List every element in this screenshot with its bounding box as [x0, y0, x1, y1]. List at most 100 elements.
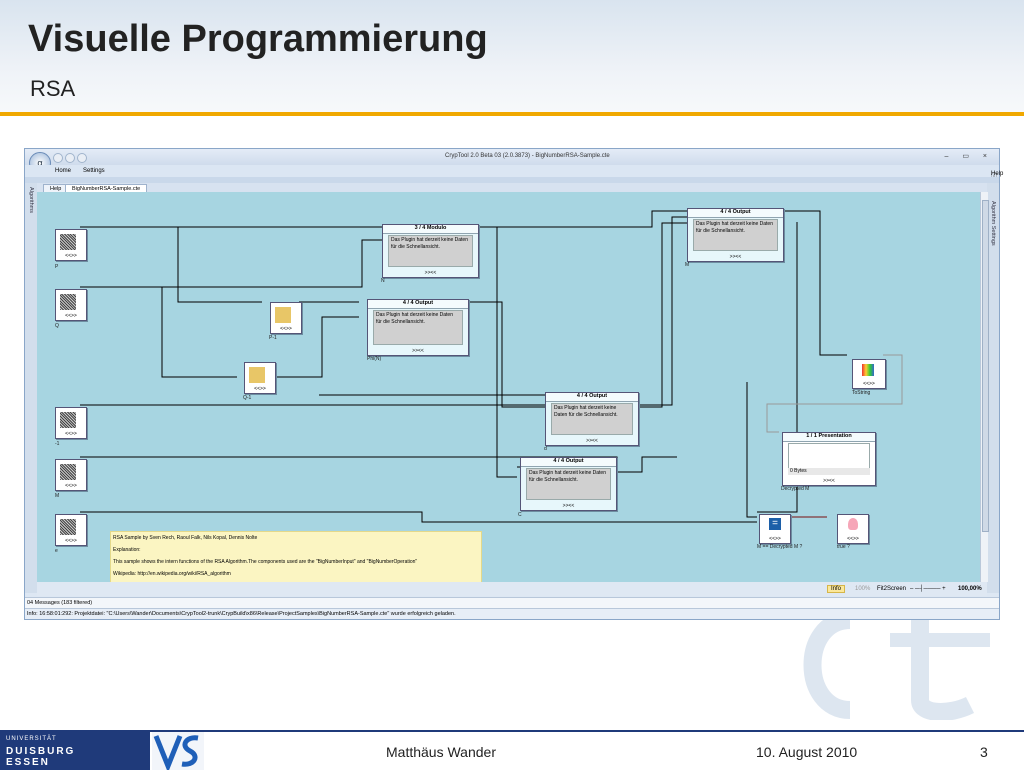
canvas-statusbar: Info 100% Fit2Screen – ─┤──── + 100,00% [37, 582, 987, 596]
presentation-bytes: 0 Bytes [788, 468, 870, 475]
fit2screen-button[interactable]: Fit2Screen [877, 586, 907, 592]
window-node-header: 3 / 4 Modulo [383, 225, 478, 234]
tostring-icon [862, 364, 874, 376]
messages-bar[interactable]: 04 Messages (183 filtered) [25, 597, 999, 608]
caption-phi: Phi(N) [367, 356, 382, 362]
input-node-minus-one[interactable]: <<>> [55, 407, 87, 439]
ribbon-tab-home[interactable]: Home [55, 168, 72, 174]
tab-bignumberrsa-sample[interactable]: BigNumberRSA-Sample.cte [65, 184, 148, 193]
caption-q: Q [55, 323, 59, 329]
vs-group-logo [152, 732, 204, 770]
caption-m: M [55, 493, 60, 499]
tostring-node[interactable]: <<>> [852, 359, 886, 389]
equals-icon: = [769, 518, 781, 530]
lightbulb-icon [848, 518, 858, 530]
bignumber-input-icon [60, 464, 76, 480]
bignumber-input-icon [60, 519, 76, 535]
zoom-100-button[interactable]: 100% [855, 586, 871, 592]
slide-title: Visuelle Programmierung [28, 18, 488, 60]
uni-label-top: UNIVERSITÄT [6, 736, 57, 742]
window-node-header: 4 / 4 Output [688, 209, 783, 218]
window-node-phi[interactable]: 4 / 4 Output Das Plugin hat derzeit kein… [367, 299, 469, 356]
node-label: <<>> [280, 326, 292, 332]
window-controls[interactable]: – ▭ × [944, 153, 993, 160]
window-node-footer: >><< [562, 503, 575, 509]
bignumber-input-icon [60, 234, 76, 250]
window-titlebar: α CrypTool 2.0 Beta 03 (2.0.3873) - BigN… [25, 149, 999, 174]
window-node-d-output[interactable]: 4 / 4 Output Das Plugin hat derzeit kein… [545, 392, 639, 446]
node-label: <<>> [65, 313, 77, 319]
footer-date: 10. August 2010 [756, 744, 858, 760]
window-node-header: 4 / 4 Output [546, 393, 638, 402]
caption-c: C [518, 512, 522, 518]
comment-line-2: Explanation: [113, 547, 141, 553]
caption-minus-one: -1 [55, 441, 60, 447]
ct-watermark-logo [803, 610, 990, 720]
caption-n: N [381, 278, 385, 284]
window-node-body: Das Plugin hat derzeit keine Daten für d… [373, 310, 463, 345]
node-label: <<>> [847, 536, 859, 542]
operation-node-q-minus-1[interactable]: <<>> [244, 362, 276, 394]
cryptool-window: α CrypTool 2.0 Beta 03 (2.0.3873) - BigN… [24, 148, 1003, 620]
window-node-modulo[interactable]: 3 / 4 Modulo Das Plugin hat derzeit kein… [382, 224, 479, 278]
input-node-e[interactable]: <<>> [55, 514, 87, 546]
caption-p-minus-1: P-1 [269, 335, 277, 341]
document-tabs: Help BigNumberRSA-Sample.cte [37, 183, 987, 193]
window-node-footer: >><< [823, 478, 835, 484]
slide-footer: UNIVERSITÄT DUISBURG ESSEN Matthäus Wand… [0, 730, 1024, 770]
node-label: <<>> [254, 386, 266, 392]
ribbon-tab-settings[interactable]: Settings [83, 168, 105, 174]
connection-lines [80, 210, 903, 523]
window-title: CrypTool 2.0 Beta 03 (2.0.3873) - BigNum… [445, 153, 610, 159]
zoom-slider[interactable]: – ─┤──── + [910, 586, 946, 592]
uni-label-mid: DUISBURG [6, 746, 76, 757]
quick-access-undo-icon[interactable] [65, 153, 75, 163]
caption-p: P [55, 264, 59, 270]
help-label: Help [991, 171, 1004, 177]
workspace-canvas[interactable]: <<>> P <<>> Q <<>> -1 <<>> M <<>> e <<>>… [37, 192, 980, 582]
input-node-m[interactable]: <<>> [55, 459, 87, 491]
caption-e: e [55, 548, 58, 554]
compare-node[interactable]: = <<>> [759, 514, 791, 544]
window-node-c-output[interactable]: 4 / 4 Output Das Plugin hat derzeit kein… [520, 457, 617, 511]
window-node-body: Das Plugin hat derzeit keine Daten für d… [551, 403, 633, 435]
header-divider [0, 112, 1024, 116]
caption-compare: M == Decrypted M ? [757, 544, 803, 550]
bignumber-operation-icon [249, 367, 265, 383]
info-toggle-button[interactable]: Info [827, 585, 846, 593]
footer-page-number: 3 [980, 744, 988, 760]
presentation-node[interactable]: 1 / 1 Presentation 0 Bytes >><< [782, 432, 876, 486]
bignumber-operation-icon [275, 307, 291, 323]
quick-access-save-icon[interactable] [53, 153, 63, 163]
window-node-m-output[interactable]: 4 / 4 Output Das Plugin hat derzeit kein… [687, 208, 784, 262]
comment-line-4: Wikipedia: http://en.wikipedia.org/wiki/… [113, 571, 231, 577]
window-node-body: Das Plugin hat derzeit keine Daten für d… [526, 468, 611, 500]
node-label: <<>> [769, 536, 781, 542]
ribbon-tabs: Home Settings ⓘ Help [25, 165, 1003, 180]
node-label: <<>> [65, 253, 77, 259]
info-log-text: Info: 16:58:01:292: Projektdatei: "C:\Us… [27, 611, 456, 617]
algorithm-settings-panel[interactable]: Algorithm Settings [987, 183, 999, 593]
node-label: <<>> [65, 431, 77, 437]
caption-d: d [544, 446, 547, 452]
window-node-header: 4 / 4 Output [521, 458, 616, 467]
operation-node-p-minus-1[interactable]: <<>> [270, 302, 302, 334]
ribbon-strip [25, 177, 999, 183]
window-node-body: Das Plugin hat derzeit keine Daten für d… [693, 219, 778, 251]
uni-label-bottom: ESSEN [6, 757, 50, 768]
input-node-p[interactable]: <<>> [55, 229, 87, 261]
canvas-vertical-scrollbar[interactable] [980, 192, 989, 582]
algorithm-settings-label: Algorithm Settings [990, 201, 996, 246]
algorithms-panel[interactable]: Algorithms [25, 183, 37, 593]
zoom-level: 100,00% [958, 586, 982, 592]
result-node[interactable]: <<>> [837, 514, 869, 544]
quick-access-redo-icon[interactable] [77, 153, 87, 163]
input-node-q[interactable]: <<>> [55, 289, 87, 321]
footer-author: Matthäus Wander [386, 744, 496, 760]
window-node-footer: >><< [424, 270, 437, 276]
scrollbar-thumb[interactable] [982, 200, 989, 532]
caption-tostring: ToString [852, 390, 871, 396]
comment-line-1: RSA Sample by Sven Rech, Raoul Falk, Nil… [113, 535, 258, 541]
algorithms-panel-label: Algorithms [28, 187, 34, 213]
slide-subtitle: RSA [30, 76, 76, 101]
